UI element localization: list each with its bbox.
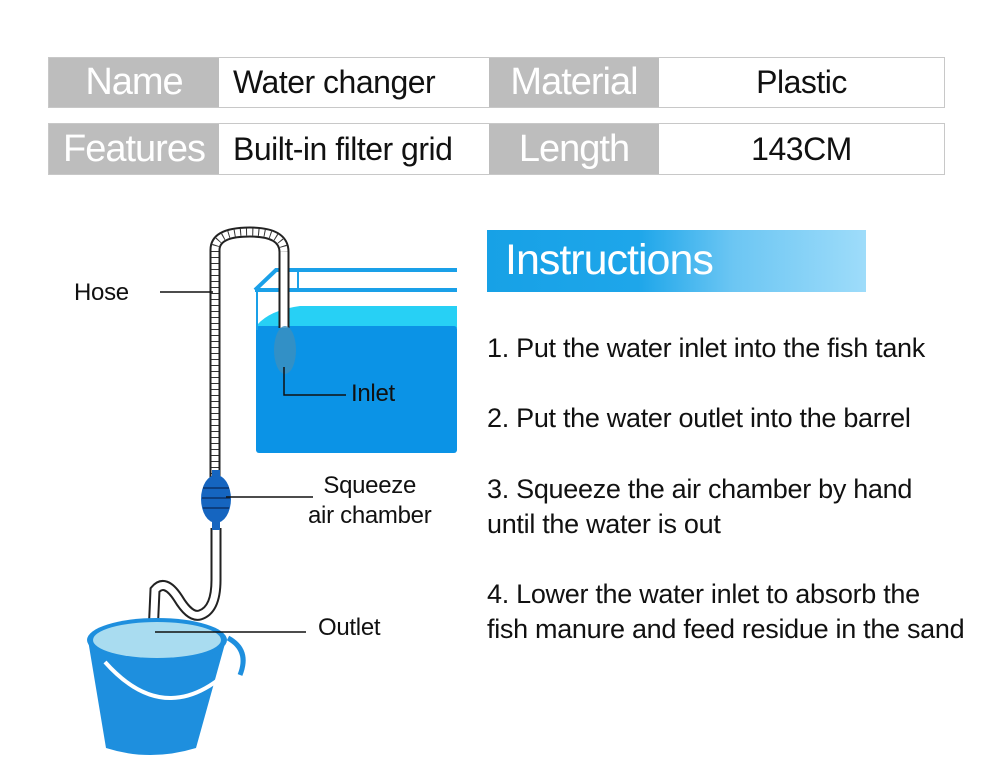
squeeze-air-chamber-label: Squeeze air chamber <box>308 471 432 531</box>
instruction-step-2: 2. Put the water outlet into the barrel <box>487 403 911 433</box>
instructions-banner: Instructions <box>487 230 866 292</box>
spec-value-name: Water changer <box>219 58 489 107</box>
inlet-label: Inlet <box>351 380 395 407</box>
inlet-leader-line <box>283 367 346 396</box>
spec-value-material: Plastic <box>659 58 944 107</box>
spec-value-features: Built-in filter grid <box>219 124 489 174</box>
bucket-icon <box>87 618 246 755</box>
spec-row-features-length: Features Built-in filter grid Length 143… <box>48 123 945 175</box>
hose-label: Hose <box>74 279 129 306</box>
fish-tank-icon <box>253 268 457 453</box>
instructions-title: Instructions <box>505 236 714 284</box>
instruction-step-3: 3. Squeeze the air chamber by hand until… <box>487 474 913 539</box>
spec-key-material: Material <box>489 58 659 107</box>
spec-key-name: Name <box>49 58 219 107</box>
outlet-label: Outlet <box>318 614 381 641</box>
spec-row-name-material: Name Water changer Material Plastic <box>48 57 945 108</box>
hose-icon <box>147 226 296 636</box>
squeeze-label-line1: Squeeze <box>323 472 417 499</box>
air-chamber-bulb-icon <box>201 470 231 530</box>
instruction-step-4: 4. Lower the water inlet to absorb the f… <box>487 579 965 644</box>
instruction-step-1: 1. Put the water inlet into the fish tan… <box>487 333 925 363</box>
squeeze-label-line2: air chamber <box>308 502 432 529</box>
spec-value-length: 143CM <box>659 124 944 174</box>
siphon-diagram <box>87 226 457 755</box>
spec-key-features: Features <box>49 124 219 174</box>
spec-key-length: Length <box>489 124 659 174</box>
